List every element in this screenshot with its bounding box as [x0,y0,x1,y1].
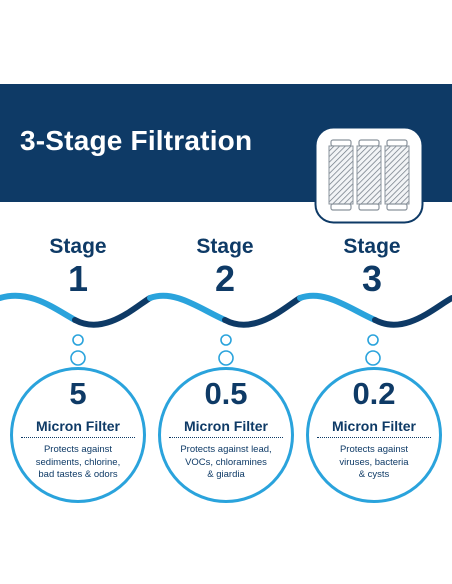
description-line: Protects against lead, [180,444,272,455]
bubbles-icon [70,334,86,366]
description-line: & giardia [207,469,245,480]
stage-3-filter-label: Micron Filter [331,418,416,434]
description-line: & cysts [358,469,390,480]
stage-3-label: Stage [343,235,401,258]
stage-1-filter-label: Micron Filter [35,418,120,434]
water-wave-icon [0,292,452,328]
divider [317,437,431,438]
description-line: bad tastes & odors [38,469,118,480]
description-line: Protects against [43,444,113,455]
stage-3-micron-value: 0.2 [352,376,396,411]
stage-2-label: Stage [196,235,254,258]
stage-3-filter-card: 0.2 Micron Filter Protects against virus… [306,367,442,503]
stage-2-filter-card: 0.5 Micron Filter Protects against lead,… [158,367,294,503]
stage-3-number: 3 [361,258,383,299]
divider [169,437,283,438]
description-line: sediments, chlorine, [35,456,121,468]
bubbles-icon [218,334,234,366]
bubbles-icon [365,334,381,366]
stage-2-filter-label: Micron Filter [183,418,268,434]
description-line: Protects against [339,444,409,455]
stage-1-description: Protects against sediments, chlorine, ba… [25,444,131,482]
stage-2-number: 2 [214,258,236,299]
stage-3-description: Protects against viruses, bacteria & cys… [321,444,427,482]
stage-1-micron-value: 5 [69,376,87,411]
filter-cartridges-icon [314,126,424,224]
page-title: 3-Stage Filtration [20,125,253,156]
stage-2-micron-value: 0.5 [204,376,248,411]
description-line: viruses, bacteria [339,456,409,468]
stage-1-label: Stage [49,235,107,258]
divider [21,437,135,438]
stage-1-filter-card: 5 Micron Filter Protects against sedimen… [10,367,146,503]
stage-2-description: Protects against lead, VOCs, chloramines… [173,444,279,482]
stage-1-number: 1 [67,258,89,299]
description-line: VOCs, chloramines [185,456,267,468]
